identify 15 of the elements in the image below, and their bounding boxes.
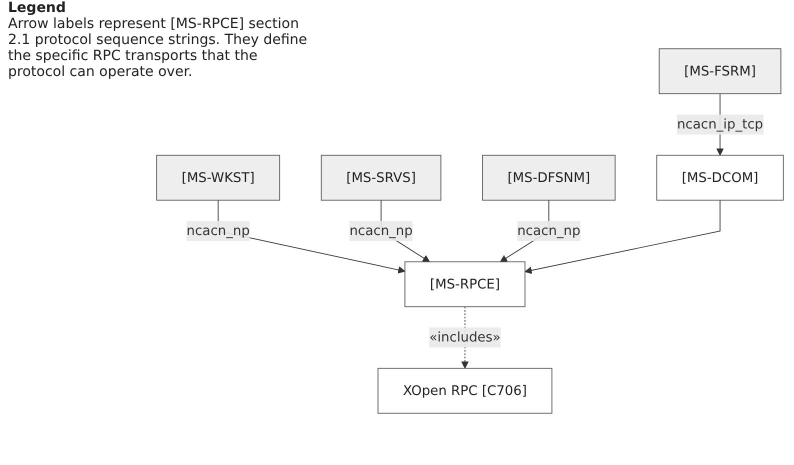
node-box: [MS-WKST]	[156, 154, 280, 201]
node-box: [MS-RPCE]	[404, 261, 526, 308]
edge-label: ncacn_np	[349, 222, 413, 238]
edge-label: ncacn_np	[186, 222, 250, 238]
edge-label: ncacn_ip_tcp	[676, 116, 764, 132]
edge-label: ncacn_np	[517, 222, 580, 238]
node-box: [MS-SRVS]	[320, 154, 442, 201]
node-box: XOpen RPC [C706]	[378, 368, 552, 414]
edge-label: «includes»	[429, 329, 501, 346]
node-box: [MS-DCOM]	[656, 154, 784, 201]
node-box: [MS-FSRM]	[658, 48, 782, 94]
legend-heading: Legend	[8, 0, 67, 16]
node-box: [MS-DFSNM]	[482, 154, 616, 201]
legend-note: Arrow labels represent [MS-RPCE] section 2.1 protocol sequence strings. They define the specific RPC transports that the protocol can operate over.	[8, 16, 308, 80]
arrow	[524, 200, 720, 274]
